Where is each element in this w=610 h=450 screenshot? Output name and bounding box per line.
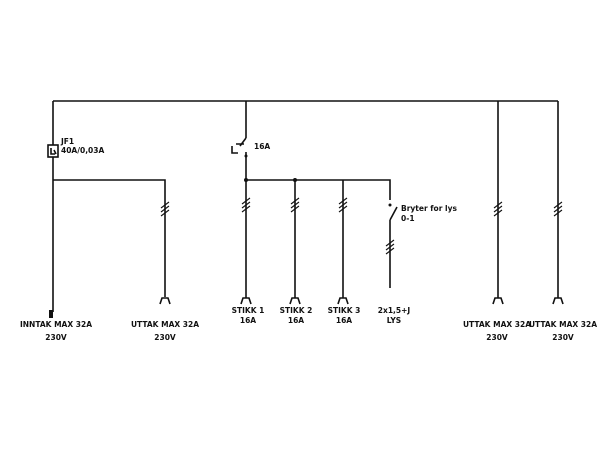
output-label: STIKK 3 [328, 306, 361, 315]
breaker-id: JF1 [60, 137, 74, 146]
svg-text:16A: 16A [288, 316, 304, 325]
breaker-rating: 40A/0,03A [61, 146, 104, 155]
svg-text:230V: 230V [486, 333, 508, 342]
rcd-icon [47, 144, 59, 158]
svg-text:230V: 230V [154, 333, 176, 342]
conductor-tick-marks [160, 197, 563, 255]
light-switch-icon [388, 203, 398, 288]
socket-icons [159, 297, 564, 305]
svg-text:230V: 230V [552, 333, 574, 342]
switch-label: Bryter for lys [401, 204, 457, 213]
svg-text:230V: 230V [45, 333, 67, 342]
outlet-branch-1 [53, 179, 166, 297]
output-label: UTTAK MAX 32A [529, 320, 597, 329]
output-label: UTTAK MAX 32A [463, 320, 531, 329]
output-label: STIKK 2 [280, 306, 313, 315]
switch-state: 0-1 [401, 214, 415, 223]
labels: JF1 40A/0,03A 16A Bryter for lys 0-1 INN… [20, 137, 597, 342]
breaker-16-rating: 16A [254, 142, 270, 151]
svg-text:16A: 16A [240, 316, 256, 325]
inlet-terminal [49, 310, 53, 318]
svg-text:LYS: LYS [387, 316, 401, 325]
wiring [47, 100, 564, 318]
svg-text:16A: 16A [336, 316, 352, 325]
output-label: 2x1,5+J [378, 306, 411, 315]
output-label: INNTAK MAX 32A [20, 320, 92, 329]
output-label: STIKK 1 [232, 306, 265, 315]
sub-bus [246, 179, 391, 200]
output-label: UTTAK MAX 32A [131, 320, 199, 329]
breaker-16a-icon [231, 137, 248, 160]
